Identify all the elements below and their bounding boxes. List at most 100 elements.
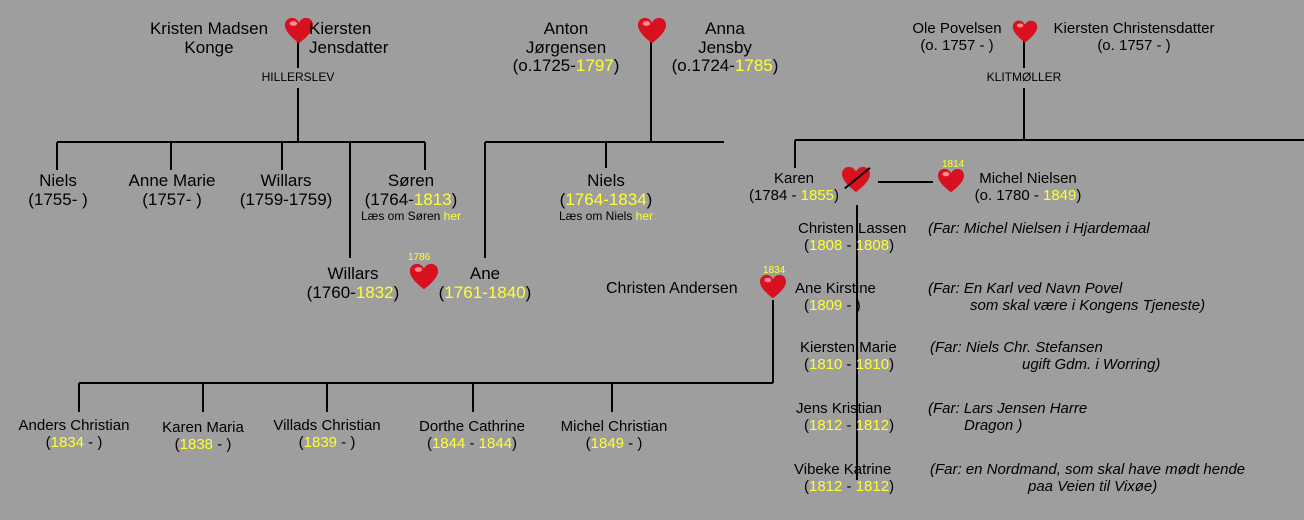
person-name: Willars [327,264,379,283]
person-niels-1764: Niels (1764-1834) [546,171,666,209]
read-more-soren: Læs om Søren her [352,209,470,223]
person-years: (o. 1780 - 1849) [974,186,1082,204]
person-vibeke-katrine: Vibeke Katrine (1812 - 1812) [794,461,895,495]
person-ole-povelsen: Ole Povelsen (o. 1757 - ) [902,20,1012,54]
person-michel-nielsen: Michel Nielsen (o. 1780 - 1849) [962,170,1094,204]
person-years: (1764-1813) [364,189,458,209]
person-anne-marie: Anne Marie (1757- ) [114,171,230,209]
person-name: Kiersten Marie [800,339,897,356]
father-note-5: (Far: en Nordmand, som skal have mødt he… [930,461,1246,495]
person-years: (1761-1840) [438,282,532,302]
heart-icon [409,263,439,290]
heart-icon [284,17,314,44]
person-karen: Karen (1784 - 1855) [738,170,850,204]
father-note-4: (Far: Lars Jensen Harre Dragon ) [928,400,1088,434]
person-name: Anton [543,19,589,38]
person-name: Søren [387,171,435,190]
person-name: Dorthe Cathrine [419,418,525,435]
heart-icon [637,17,667,44]
person-years: (1849 - ) [585,434,643,452]
person-years: (1834 - ) [45,433,103,451]
person-name: Michel Nielsen [979,170,1077,187]
person-years: (1755- ) [28,189,88,209]
person-name-line2: Jensby [698,37,752,57]
person-name: Villads Christian [273,417,381,434]
person-kiersten-marie: Kiersten Marie (1810 - 1810) [800,339,897,373]
niels-link[interactable]: her [635,209,654,223]
person-name: Karen Maria [162,419,244,436]
person-name-line2: Jensdatter [309,37,389,57]
person-years: (1759-1759) [239,189,333,209]
place-label-klitmoller: KLITMØLLER [986,70,1062,84]
person-name: Kiersten Christensdatter [1053,20,1215,37]
soren-link[interactable]: her [443,209,462,223]
person-years: (o. 1757 - ) [1097,36,1171,54]
person-years: (o.1725-1797) [512,56,620,76]
father-note-3: (Far: Niels Chr. Stefansen ugift Gdm. i … [930,339,1161,373]
person-niels-1755: Niels (1755- ) [6,171,110,209]
person-name: Niels [587,171,625,190]
person-willars-1759: Willars (1759-1759) [228,171,344,209]
person-kiersten-jensdatter: Kiersten Jensdatter [309,19,389,57]
person-karen-maria: Karen Maria (1838 - ) [146,419,260,453]
person-name: Vibeke Katrine [794,461,892,478]
person-years: (1809 - ) [804,296,861,314]
father-note-1: (Far: Michel Nielsen i Hjardemaal [928,220,1150,237]
heart-icon [1012,20,1038,43]
person-name: Ane Kirstine [795,280,876,297]
person-michel-christian: Michel Christian (1849 - ) [546,418,682,452]
person-kiersten-christensdatter: Kiersten Christensdatter (o. 1757 - ) [1036,20,1232,54]
person-years: (1812 - 1812) [804,477,895,495]
person-years: (1839 - ) [298,433,356,451]
person-ane-kirstine: Ane Kirstine (1809 - ) [795,280,876,314]
person-christen-lassen: Christen Lassen (1808 - 1808) [798,220,907,254]
person-name: Niels [39,171,77,190]
person-dorthe-cathrine: Dorthe Cathrine (1844 - 1844) [404,418,540,452]
read-more-text: Læs om Søren [360,209,444,223]
read-more-niels: Læs om Niels her [540,209,672,223]
person-name: Anna [705,19,745,38]
person-years: (1808 - 1808) [804,236,895,254]
marriage-year: 1786 [408,252,431,263]
marriage-year: 1834 [763,265,786,276]
person-anna-jensby: Anna Jensby (o.1724-1785) [660,19,790,76]
person-name: Kiersten [309,19,372,38]
broken-heart-icon [842,166,871,193]
person-years: (1757- ) [142,189,202,209]
heart-icon [938,168,964,193]
father-note-2: (Far: En Karl ved Navn Povel som skal væ… [928,280,1206,314]
person-name: Christen Lassen [798,220,907,237]
person-years: (1812 - 1812) [804,416,895,434]
person-name: Anders Christian [18,417,130,434]
person-name: Jens Kristian [796,400,882,417]
person-years: (1810 - 1810) [804,355,895,373]
person-name: Ole Povelsen [912,20,1002,37]
person-villads-christian: Villads Christian (1839 - ) [258,417,396,451]
person-name-line2: Konge [184,37,234,57]
marriage-year: 1814 [942,159,965,170]
person-anders-christian: Anders Christian (1834 - ) [4,417,144,451]
person-name: Anne Marie [128,171,216,190]
person-years: (o.1724-1785) [671,56,779,76]
person-years: (1764-1834) [559,189,653,209]
person-name: Kristen Madsen [149,19,269,38]
person-name: Michel Christian [560,418,668,435]
person-ane: Ane (1761-1840) [424,264,546,302]
person-years: (1760-1832) [306,282,400,302]
person-christen-andersen: Christen Andersen [606,280,738,297]
person-name: Karen [773,170,815,187]
person-soren: Søren (1764-1813) [352,171,470,209]
person-name: Willars [260,171,312,190]
heart-icon [760,274,786,299]
person-years: (1844 - 1844) [426,434,518,452]
person-years: (1838 - ) [174,435,232,453]
person-years: (1784 - 1855) [748,186,840,204]
person-willars-1760: Willars (1760-1832) [294,264,412,302]
place-label-hillerslev: HILLERSLEV [261,70,335,84]
person-jens-kristian: Jens Kristian (1812 - 1812) [796,400,895,434]
read-more-text: Læs om Niels [558,209,636,223]
person-name-line2: Jørgensen [525,37,607,57]
person-anton-jorgensen: Anton Jørgensen (o.1725-1797) [506,19,626,76]
person-name: Ane [469,264,501,283]
